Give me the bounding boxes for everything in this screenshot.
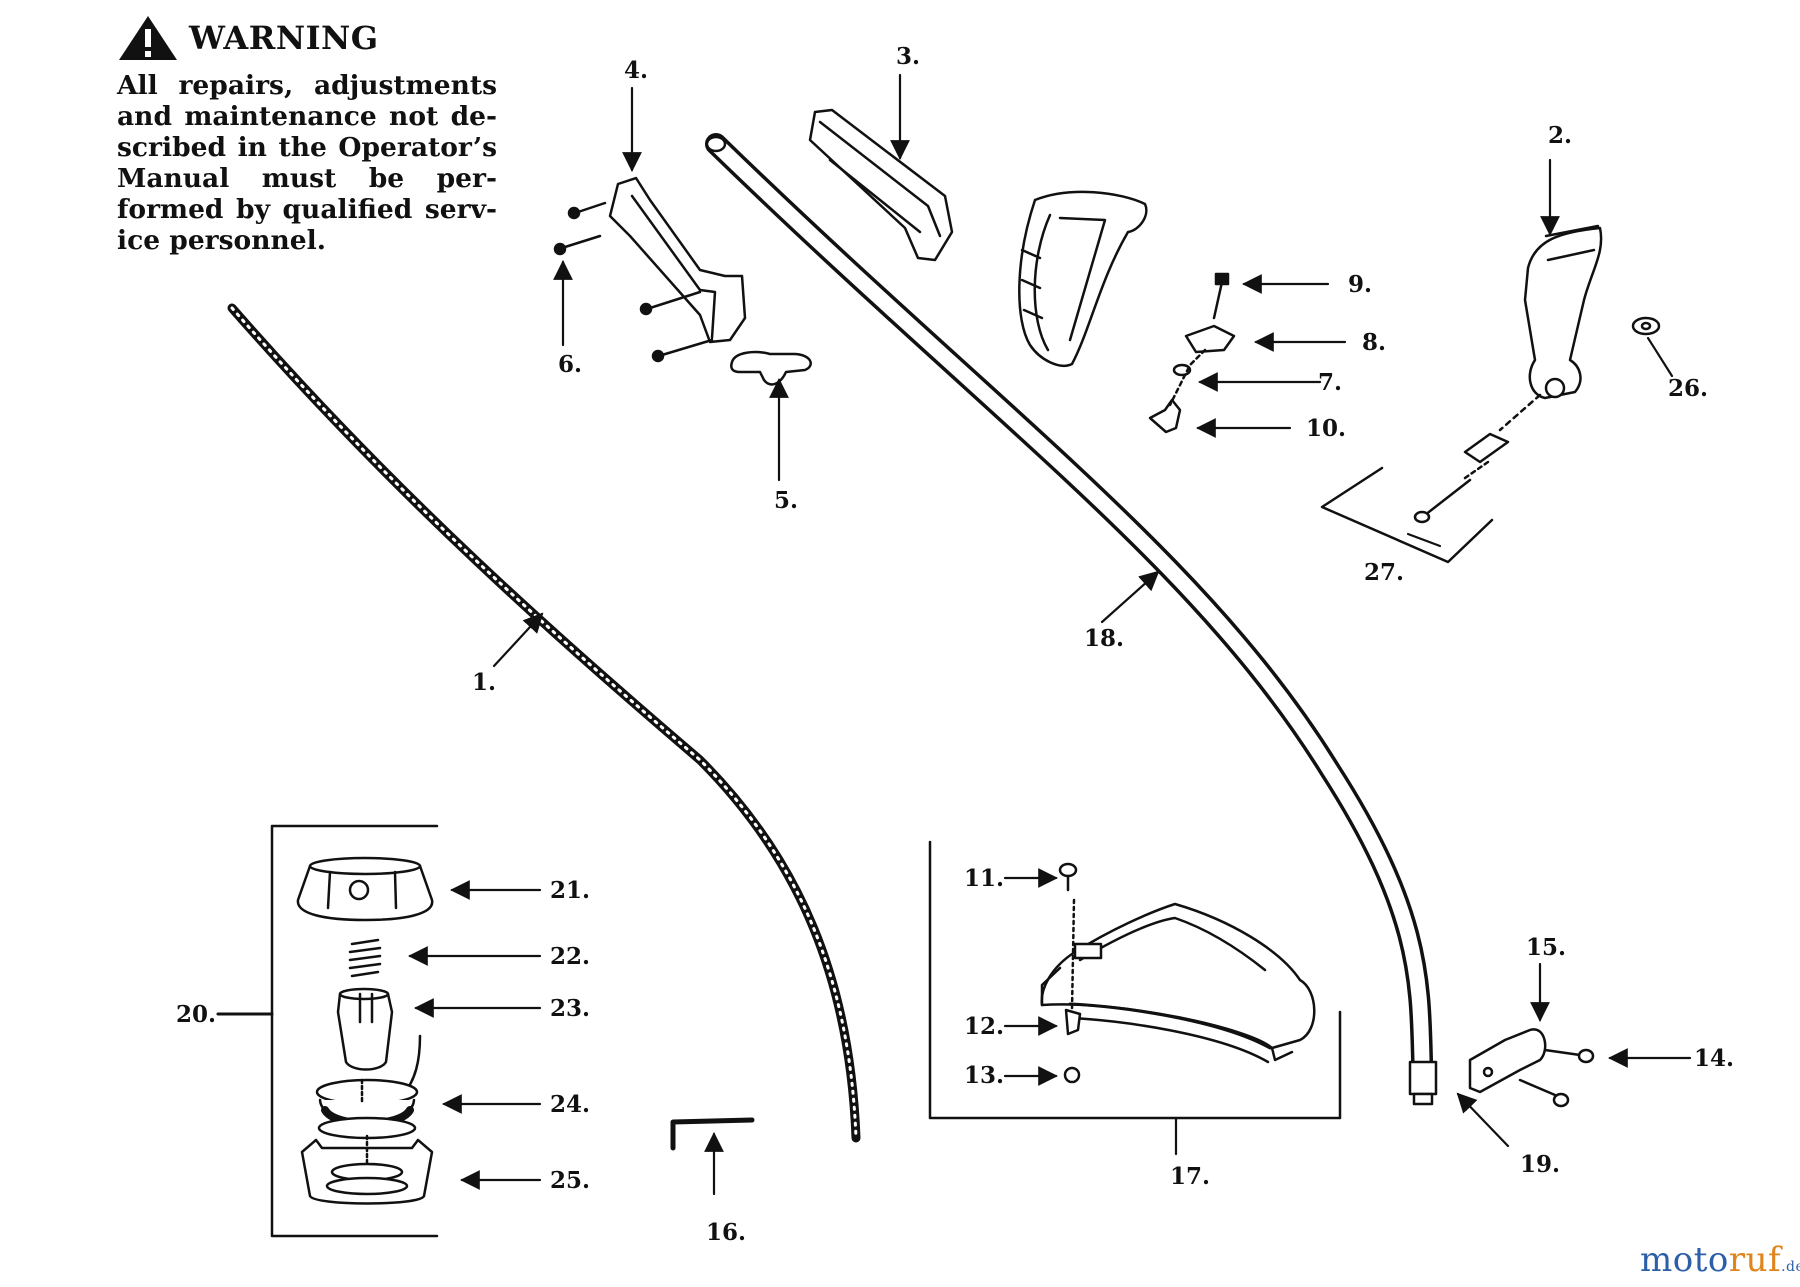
handle-nut	[1631, 316, 1661, 336]
line-spool	[315, 1078, 419, 1140]
handle-bracket	[608, 176, 747, 344]
callout-13: 13.	[964, 1062, 1004, 1089]
callout-17: 17.	[1170, 1163, 1210, 1190]
warning-triangle-icon	[119, 16, 177, 60]
warning-heading-row: WARNING	[117, 14, 497, 62]
rear-handle	[1413, 224, 1603, 524]
callout-6: 6.	[558, 351, 582, 378]
callout-21: 21.	[550, 877, 590, 904]
callout-8: 8.	[1362, 329, 1386, 356]
callout-24: 24.	[550, 1091, 590, 1118]
loop-handle	[1018, 190, 1148, 367]
watermark-part-1: moto	[1640, 1240, 1729, 1280]
wing-knob	[730, 350, 812, 386]
callout-12: 12.	[964, 1013, 1004, 1040]
callout-2: 2.	[1548, 122, 1572, 149]
warning-block: WARNING All repairs, adjustments and mai…	[117, 14, 497, 256]
callout-1: 1.	[472, 669, 496, 696]
handle-hardware	[1148, 272, 1236, 434]
warning-heading: WARNING	[189, 19, 379, 57]
callout-23: 23.	[550, 995, 590, 1022]
bolt-group-outline	[1320, 466, 1494, 564]
bracket-screws	[553, 201, 714, 363]
spool-adapter	[336, 987, 422, 1098]
guard-assembly	[928, 840, 1342, 1120]
callout-19: 19.	[1520, 1151, 1560, 1178]
callout-9: 9.	[1348, 271, 1372, 298]
trimmer-head-bracket	[216, 824, 439, 1238]
callout-10: 10.	[1306, 415, 1346, 442]
callout-labels: 1. 2. 3. 4. 5. 6. 7. 8. 9. 10. 11. 12. 1…	[176, 43, 1734, 1246]
callout-7: 7.	[1318, 369, 1342, 396]
callout-16: 16.	[706, 1219, 746, 1246]
callout-3: 3.	[896, 43, 920, 70]
callout-20: 20.	[176, 1001, 216, 1028]
watermark-logo: motoruf.de	[1640, 1240, 1800, 1280]
callout-4: 4.	[624, 57, 648, 84]
callout-5: 5.	[774, 487, 798, 514]
watermark-part-2: ruf	[1728, 1240, 1782, 1280]
hex-key	[670, 1117, 755, 1151]
shaft-clamp	[1468, 1028, 1595, 1108]
callout-25: 25.	[550, 1167, 590, 1194]
callout-26: 26.	[1668, 375, 1708, 402]
callout-18: 18.	[1084, 625, 1124, 652]
guard-screws	[1058, 862, 1082, 1084]
spool-housing	[300, 1134, 434, 1205]
handle-half	[808, 108, 954, 262]
callout-15: 15.	[1526, 934, 1566, 961]
callout-11: 11.	[964, 865, 1004, 892]
spool-cap	[296, 856, 434, 922]
callout-27: 27.	[1364, 559, 1404, 586]
callout-14: 14.	[1694, 1045, 1734, 1072]
shaft-housing-tube	[705, 133, 1438, 1106]
spool-spring	[348, 938, 382, 978]
watermark-part-3: .de	[1781, 1259, 1800, 1275]
leader-arrows	[408, 73, 1692, 1196]
warning-text: All repairs, adjustments and maintenance…	[117, 70, 497, 256]
drive-shaft	[227, 303, 861, 1143]
callout-22: 22.	[550, 943, 590, 970]
